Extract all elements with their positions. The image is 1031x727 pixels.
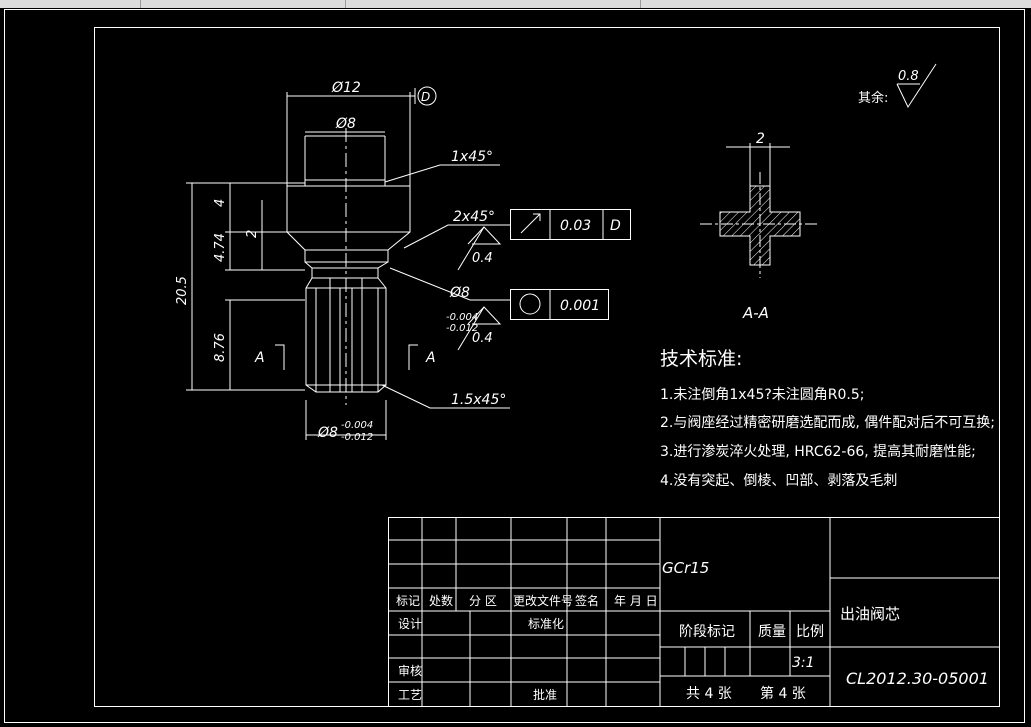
weight-label: 质量 [758, 624, 786, 640]
dim-8_76: 8.76 [213, 333, 228, 362]
roughness-other-symbol [896, 63, 937, 109]
tol-mid-upper: -0.004 [446, 312, 478, 323]
note-2: 2.与阀座经过精密研磨选配而成, 偶件配对后不可互换; [660, 414, 995, 431]
roughness-symbol-1 [457, 226, 502, 271]
window-top-strip [0, 0, 1031, 8]
header-cell-sign: 签名 [575, 593, 599, 608]
dim-chamfer-2x45: 2x45° [453, 209, 495, 225]
dim-20_5: 20.5 [175, 276, 190, 305]
section-mark-right: A [425, 350, 436, 366]
material-text: GCr15 [662, 559, 709, 577]
dimensions [186, 86, 510, 440]
scale-value: 3:1 [792, 655, 815, 671]
datum-d-label: D [421, 90, 430, 104]
roughness-symbol-2 [457, 306, 502, 351]
scale-label: 比例 [796, 624, 824, 640]
header-cell-count: 处数 [429, 593, 453, 608]
section-view-label: A-A [742, 304, 769, 322]
dim-2: 2 [245, 230, 260, 238]
section-width-dim: 2 [756, 131, 765, 147]
header-cell-mark: 标记 [396, 594, 420, 608]
fcf2-value: 0.001 [560, 298, 600, 314]
notes-title: 技术标准: [660, 348, 742, 370]
feature-control-frame-roundness [510, 289, 609, 320]
dim-d8-top: Ø8 [335, 116, 356, 132]
header-cell-date: 年 月 日 [614, 594, 658, 608]
dim-d8-mid: Ø8 [449, 285, 470, 301]
roughness-1-value: 0.4 [472, 251, 493, 266]
cad-drawing-canvas[interactable]: Ø12 D Ø8 1x45° 2x45° 1.5x45° 4 2 4.74 20… [0, 8, 1031, 727]
section-view-aa [700, 143, 818, 278]
roughness-other-label: 其余: [858, 90, 888, 106]
section-mark-left: A [254, 350, 265, 366]
tol-mid-lower: -0.012 [446, 323, 478, 334]
part-name: 出油阀芯 [840, 605, 900, 623]
note-3: 3.进行渗炭淬火处理, HRC62-66, 提高其耐磨性能; [660, 443, 976, 460]
design-label: 设计 [398, 617, 422, 631]
dim-d12: Ø12 [331, 80, 361, 96]
stage-mark-label: 阶段标记 [679, 624, 735, 640]
roughness-other-value: 0.8 [898, 69, 919, 84]
review-label: 审核 [398, 663, 422, 678]
toolbar-divider [345, 0, 346, 8]
dim-4: 4 [213, 199, 228, 207]
drawing-number: CL2012.30-05001 [846, 669, 989, 688]
header-cell-change-doc: 更改文件号 [513, 593, 573, 608]
standardize-label: 标准化 [528, 617, 564, 631]
toolbar-divider [640, 0, 641, 8]
fcf1-datum: D [610, 218, 621, 234]
header-cell-zone: 分 区 [469, 594, 497, 608]
dim-4_74: 4.74 [213, 233, 228, 262]
note-1: 1.未注倒角1x45?未注圆角R0.5; [660, 387, 865, 403]
tol-bottom-upper: -0.004 [341, 420, 373, 431]
tol-bottom-lower: -0.012 [341, 432, 373, 443]
sheet-border [4, 9, 1025, 723]
part-outline [286, 128, 411, 405]
dim-chamfer-1x45: 1x45° [451, 149, 493, 165]
note-4: 4.没有突起、倒棱、凹部、剥落及毛刺 [660, 473, 897, 489]
sheet-number: 第 4 张 [760, 685, 806, 702]
process-label: 工艺 [398, 688, 422, 702]
feature-control-frame-runout [510, 209, 631, 240]
toolbar-divider [140, 0, 141, 8]
title-block-grid [388, 517, 1000, 707]
fcf1-value: 0.03 [560, 218, 591, 234]
approve-label: 批准 [533, 687, 557, 702]
dim-d8-bottom: Ø8 [317, 425, 338, 441]
roughness-2-value: 0.4 [472, 331, 493, 346]
dim-chamfer-1_5x45: 1.5x45° [451, 392, 506, 408]
total-sheets: 共 4 张 [686, 686, 732, 702]
